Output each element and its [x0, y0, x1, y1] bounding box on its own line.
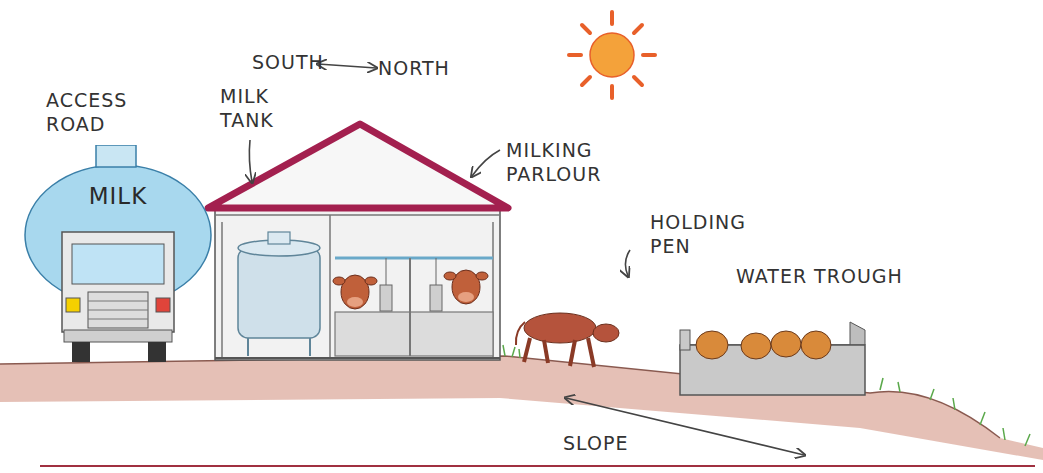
- ground: [0, 356, 1043, 460]
- truck-cab-part: [64, 330, 172, 342]
- milking-stalls-part: [335, 312, 493, 356]
- truck-cab-part: [88, 310, 148, 311]
- grass-part: [519, 349, 520, 358]
- cows-in-parlour: [333, 270, 488, 309]
- milking-parlour-building-part: [215, 214, 500, 216]
- cows-in-parlour-part: [365, 277, 377, 285]
- walking-cow-part: [524, 313, 596, 343]
- milk-tank-vessel-part: [309, 338, 311, 356]
- milk-tank-vessel-part: [238, 248, 320, 338]
- milking-stalls-part: [386, 258, 387, 285]
- milking-parlour-building-part: [329, 215, 331, 358]
- ground-part: [0, 356, 1043, 460]
- milking-stalls-part: [409, 258, 411, 356]
- border-line: [40, 466, 1035, 467]
- milking-stalls-part: [430, 285, 442, 311]
- leader-arrows-part: [472, 150, 500, 176]
- leader-arrows-part: [625, 250, 630, 276]
- grass: [503, 345, 1030, 446]
- part-label: HOLDING PEN: [650, 210, 760, 258]
- truck-cab-part: [156, 298, 170, 312]
- sun-part-part: [582, 77, 590, 85]
- walking-cow-part: [544, 340, 548, 363]
- leader-arrows-part: [249, 140, 252, 182]
- milking-parlour-building-part: [221, 222, 223, 358]
- water-trough-part: [680, 330, 690, 350]
- compass-label: SOUTH: [252, 50, 332, 74]
- milking-parlour-building-part: [215, 205, 500, 360]
- sun-part-part: [569, 53, 581, 57]
- water-trough-part: [771, 331, 801, 357]
- milk-tanker: MILK: [23, 145, 213, 307]
- dimension-label: SLOPE: [563, 431, 653, 455]
- grass-part: [880, 378, 883, 390]
- sun-part-part: [643, 53, 655, 57]
- truck-cab-part: [88, 319, 148, 320]
- cows-in-parlour-part: [458, 292, 474, 302]
- grass-part: [953, 398, 955, 410]
- compass-arrow-part: [318, 64, 376, 68]
- sun-part: [569, 12, 655, 98]
- walking-cow-part: [570, 340, 575, 366]
- milking-parlour-building-part: [215, 357, 500, 359]
- walking-cow: [516, 313, 619, 367]
- truck-cab-part: [72, 342, 90, 362]
- sun-part-part: [610, 86, 614, 98]
- part-label: ACCESS ROAD: [46, 88, 156, 136]
- cows-in-parlour-part: [444, 272, 456, 280]
- compass-arrow: [318, 64, 376, 68]
- tank-outline: [23, 145, 213, 307]
- milk-tank-vessel: [238, 232, 320, 356]
- walking-cow-part: [516, 322, 525, 345]
- water-trough-part: [696, 331, 728, 359]
- sun-part-part: [610, 12, 614, 24]
- cows-in-parlour-part: [333, 277, 345, 285]
- grass-part: [898, 382, 900, 392]
- water-trough-part: [741, 333, 771, 359]
- grass-part: [512, 347, 515, 357]
- sun-part: [590, 33, 634, 77]
- part-label: MILKING PARLOUR: [506, 138, 636, 186]
- cows-in-parlour-part: [476, 272, 488, 280]
- milking-parlour-building-part: [208, 124, 508, 208]
- milking-stalls: [335, 258, 493, 356]
- tank-text: MILK: [23, 145, 213, 209]
- sun: [569, 12, 655, 98]
- milking-stalls-part: [436, 258, 437, 285]
- water-trough: [680, 322, 865, 395]
- milking-parlour-building: [208, 124, 508, 360]
- sun-part-part: [634, 77, 642, 85]
- milk-tank-vessel-part: [247, 338, 249, 356]
- cows-in-parlour-part: [347, 297, 363, 307]
- sun-part-part: [582, 25, 590, 33]
- truck-cab-part: [66, 298, 80, 312]
- walking-cow-part: [524, 338, 530, 362]
- milk-tank-vessel-part: [268, 232, 290, 244]
- grass-part: [503, 345, 505, 356]
- grass-part: [1003, 428, 1005, 440]
- border-line-part: [40, 465, 1035, 467]
- grass-part: [1025, 434, 1030, 446]
- milking-stalls-part: [380, 285, 392, 311]
- walking-cow-part: [588, 338, 594, 367]
- tank-cap: [96, 145, 136, 167]
- grass-part: [980, 412, 985, 425]
- sun-part-part: [634, 25, 642, 33]
- water-trough-part: [801, 331, 831, 359]
- milking-stalls-part: [335, 257, 493, 260]
- grass-part: [930, 389, 934, 400]
- compass-label: NORTH: [378, 56, 468, 80]
- walking-cow-part: [593, 324, 619, 342]
- part-label: WATER TROUGH: [736, 264, 946, 288]
- part-label: MILK TANK: [220, 84, 310, 132]
- truck-cab-part: [148, 342, 166, 362]
